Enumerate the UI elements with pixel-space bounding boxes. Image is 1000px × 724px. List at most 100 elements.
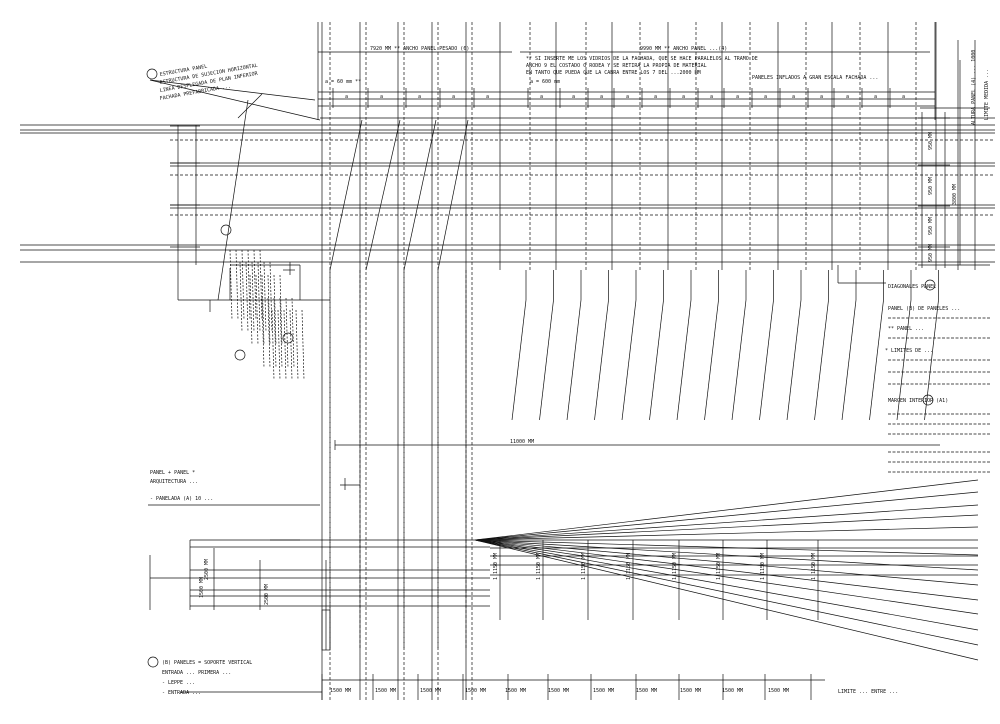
bay-label: a (654, 94, 657, 100)
top-dim-left: 7920 MM ** ANCHO PANEL PESADO (6) (370, 46, 469, 52)
mid-dim-label: 11000 MM (510, 439, 534, 445)
fan-line (474, 539, 979, 586)
scribble-stroke (267, 274, 271, 346)
bay-label: a (710, 94, 713, 100)
bottom-dim-label: 1500 MM (420, 688, 441, 694)
bay-label: a (452, 94, 455, 100)
bay-label: a (626, 94, 629, 100)
scribble-stroke (273, 297, 277, 369)
rotated-scribble-text (229, 249, 305, 381)
bay-diagonal (924, 299, 939, 421)
left-small-dim-3: 2500 MM (264, 584, 270, 605)
bay-diagonal (786, 299, 802, 421)
scribble-stroke (235, 249, 239, 321)
scribble-stroke (229, 249, 233, 321)
fan-line (474, 504, 979, 541)
bay-label: a (874, 94, 877, 100)
bay-dim-right: a = 600 mm (530, 79, 560, 85)
fan-dimensions: 1 1150 MM 1 1150 MM 1 1150 MM 1 1150 MM 1 11… (493, 540, 819, 620)
scribble-stroke (271, 309, 275, 381)
bottom-note-1: (B) PANELES = SOPORTE VERTICAL (162, 660, 252, 666)
top-note-line-3: EN TANTO QUE PUEDA QUE LA CABRA ENTRE LO… (526, 70, 701, 76)
bottom-dim-label: 1500 MM (465, 688, 486, 694)
bay-label: a (764, 94, 767, 100)
right-scribble-lines (888, 317, 990, 473)
bay-diagonal (896, 299, 912, 421)
bottom-note-4: - ENTRADA ... (162, 690, 201, 696)
right-dim-2: 950 MM (928, 177, 934, 195)
right-dim-3: 950 MM (928, 217, 934, 235)
bottom-dim-label: 1500 MM (548, 688, 569, 694)
scribble-stroke (261, 274, 265, 346)
scribble-stroke (267, 297, 271, 369)
bay-diagonal (437, 119, 469, 271)
fan-line (474, 539, 979, 601)
scribble-stroke (251, 261, 255, 333)
bay-label: a (682, 94, 685, 100)
fan-line (474, 514, 979, 541)
left-mid-note-1: PANEL + PANEL * (150, 470, 195, 476)
bottom-dim-label: 1500 MM (636, 688, 657, 694)
bottom-dim-label: 1500 MM (680, 688, 701, 694)
right-note-5: MARGEN INTERIOR (A1) (888, 398, 948, 404)
frame-verticals (321, 22, 976, 700)
rotated-notes (220, 224, 301, 361)
bay-label: a (540, 94, 543, 100)
bottom-dim-label: 1500 MM (505, 688, 526, 694)
bottom-right-note: LIMITE ... ENTRE ... (838, 689, 898, 695)
fan-line (474, 491, 979, 541)
right-dimension-chain (918, 60, 990, 268)
scribble-stroke (291, 297, 295, 369)
scribble-stroke (257, 261, 261, 333)
bay-diagonal (539, 299, 554, 421)
scribble-stroke (247, 249, 251, 321)
bottom-dim-label: 1500 MM (330, 688, 351, 694)
scribble-stroke (279, 274, 283, 346)
bay-label: a (486, 94, 489, 100)
bottom-dimension-chain (321, 674, 825, 700)
markers (283, 262, 360, 490)
bottom-dim-label: 1500 MM (593, 688, 614, 694)
bay-diagonal (621, 299, 637, 421)
bay-diagonal (841, 299, 857, 421)
lower-left-detail (149, 539, 331, 651)
bay-diagonals (329, 119, 939, 421)
fan-line (474, 539, 979, 556)
bottom-note-2: ENTRADA ... PRIMERA ... (162, 670, 231, 676)
scribble-stroke (245, 261, 249, 333)
right-note-2: PANEL (B) DE PANELES ... (888, 306, 960, 312)
scribble-stroke (285, 297, 289, 369)
fan-line (474, 539, 979, 631)
right-dim-1: 950 MM (928, 132, 934, 150)
fan-dim-label: 1 1150 MM (536, 553, 542, 580)
bottom-dim-labels: 1500 MM 1500 MM 1500 MM 1500 MM 1500 MM 1500 … (330, 674, 812, 700)
scribble-stroke (263, 261, 267, 333)
bottom-note-3: - LEPPE ... (162, 680, 195, 686)
left-mid-note-2: ARQUITECTURA ... (150, 479, 198, 485)
bay-label: a (792, 94, 795, 100)
fan-dim-label: 1 1150 MM (716, 553, 722, 580)
bay-label: a (600, 94, 603, 100)
fan-dim-label: 1 1150 MM (760, 553, 766, 580)
bottom-dim-label: 1500 MM (722, 688, 743, 694)
left-annotation-a5 (146, 68, 321, 301)
top-dimension-band (317, 22, 936, 120)
scribble-stroke (279, 297, 283, 369)
scribble-stroke (239, 261, 243, 333)
bay-diagonal (329, 119, 363, 271)
fan-line (474, 526, 979, 541)
mid-dimension (334, 440, 940, 450)
right-label-2: LIMITE MEDIDA ... (984, 69, 990, 120)
fan-dim-label: 1 1150 MM (581, 553, 587, 580)
top-note-line-2: ANCHO 9 EL COSTADO O RODEA Y SE RETIRA L… (526, 63, 707, 69)
bay-diagonal (365, 119, 401, 271)
fan-dim-label: 1 1150 MM (811, 553, 817, 580)
top-right-note: PANELES INFLADOS A GRAN ESCALA FACHADA .… (752, 75, 878, 81)
fan-dim-label: 1 1150 MM (672, 553, 678, 580)
scribble-stroke (241, 249, 245, 321)
bay-diagonal (704, 299, 719, 421)
fan-line (474, 539, 979, 646)
fan-line (474, 539, 979, 615)
